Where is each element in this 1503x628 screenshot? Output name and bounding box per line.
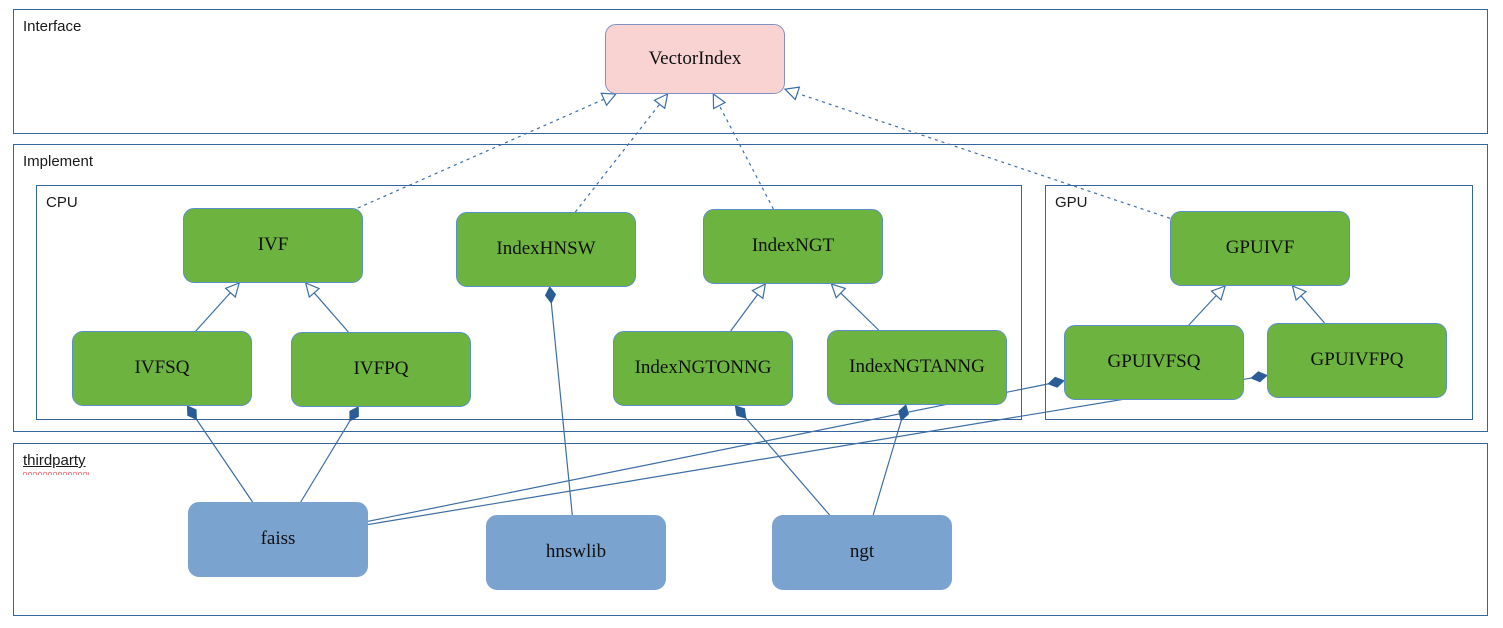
class-node-indexhnsw[interactable]: IndexHNSW bbox=[456, 212, 636, 287]
class-node-label: GPUIVFSQ bbox=[1107, 351, 1201, 373]
class-node-label: GPUIVFPQ bbox=[1310, 349, 1404, 371]
class-node-gpuivfsq[interactable]: GPUIVFSQ bbox=[1064, 325, 1244, 400]
package-implement[interactable] bbox=[13, 144, 1488, 432]
class-node-ivfpq[interactable]: IVFPQ bbox=[291, 332, 471, 407]
class-node-label: IndexNGTANNG bbox=[849, 356, 985, 378]
package-interface[interactable] bbox=[13, 9, 1488, 134]
class-node-label: IVFSQ bbox=[134, 357, 190, 379]
class-node-hnswlib[interactable]: hnswlib bbox=[486, 515, 666, 590]
class-node-gpuivfpq[interactable]: GPUIVFPQ bbox=[1267, 323, 1447, 398]
class-node-label: GPUIVF bbox=[1225, 237, 1295, 259]
class-node-label: ngt bbox=[849, 541, 875, 563]
package-cpu[interactable] bbox=[36, 185, 1022, 420]
class-node-indexngtanng[interactable]: IndexNGTANNG bbox=[827, 330, 1007, 405]
class-node-ivfsq[interactable]: IVFSQ bbox=[72, 331, 252, 406]
class-node-label: IVF bbox=[257, 234, 289, 256]
class-node-label: IndexHNSW bbox=[496, 238, 596, 260]
class-node-vectorindex[interactable]: VectorIndex bbox=[605, 24, 785, 94]
class-node-label: IVFPQ bbox=[353, 358, 409, 380]
class-node-ngt[interactable]: ngt bbox=[772, 515, 952, 590]
class-node-faiss[interactable]: faiss bbox=[188, 502, 368, 577]
class-node-gpuivf[interactable]: GPUIVF bbox=[1170, 211, 1350, 286]
package-interface-label: Interface bbox=[23, 18, 82, 35]
package-thirdparty-label: thirdparty bbox=[23, 452, 86, 469]
package-gpu-label: GPU bbox=[1055, 194, 1088, 211]
class-node-label: IndexNGT bbox=[751, 235, 835, 257]
class-node-label: VectorIndex bbox=[648, 47, 742, 69]
class-node-label: hnswlib bbox=[545, 541, 607, 563]
class-node-label: faiss bbox=[260, 528, 296, 550]
class-node-ivf[interactable]: IVF bbox=[183, 208, 363, 283]
class-node-indexngt[interactable]: IndexNGT bbox=[703, 209, 883, 284]
package-gpu[interactable] bbox=[1045, 185, 1473, 420]
class-node-indexngtonng[interactable]: IndexNGTONNG bbox=[613, 331, 793, 406]
package-cpu-label: CPU bbox=[46, 194, 78, 211]
package-implement-label: Implement bbox=[23, 153, 94, 170]
class-node-label: IndexNGTONNG bbox=[634, 357, 772, 379]
spellcheck-underline bbox=[23, 470, 89, 475]
